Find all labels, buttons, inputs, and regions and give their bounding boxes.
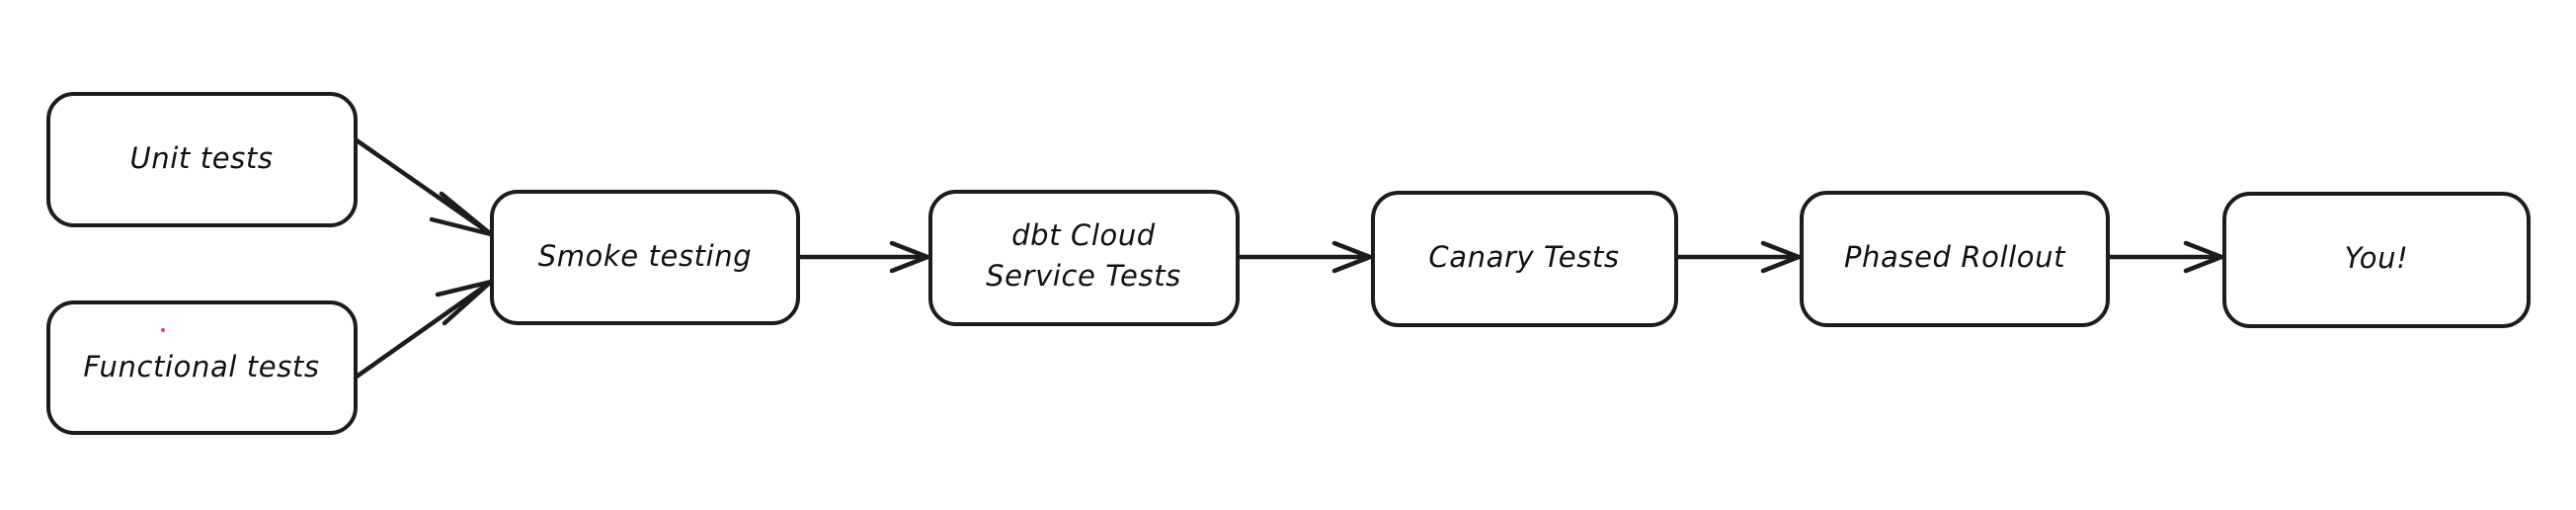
node-smoke-testing-label: Smoke testing xyxy=(538,239,753,273)
edge-phased-rollout-to-you xyxy=(2107,240,2224,274)
edge-canary-tests-to-phased-rollout xyxy=(1674,240,1802,274)
node-canary-tests[interactable]: Canary Tests xyxy=(1371,191,1678,327)
stray-speck xyxy=(161,328,165,332)
node-dbt-cloud-service-tests-box[interactable] xyxy=(928,190,1240,326)
node-functional-tests-box[interactable] xyxy=(46,300,358,435)
node-smoke-testing[interactable]: Smoke testing xyxy=(490,190,800,325)
edge-functional-tests-to-smoke-testing xyxy=(354,279,494,380)
edge-unit-tests-to-smoke-testing xyxy=(354,137,494,237)
node-dbt-cloud-service-tests-label-line1: dbt Cloud xyxy=(1011,218,1156,252)
node-phased-rollout-label: Phased Rollout xyxy=(1844,240,2066,274)
edge-dbt-cloud-service-tests-to-canary-tests xyxy=(1237,240,1373,274)
node-you-box[interactable] xyxy=(2222,192,2531,328)
node-dbt-cloud-service-tests[interactable]: dbt Cloud Service Tests xyxy=(928,190,1240,326)
node-functional-tests[interactable]: Functional tests xyxy=(46,300,358,435)
node-smoke-testing-box[interactable] xyxy=(490,190,800,325)
node-unit-tests[interactable]: Unit tests xyxy=(46,92,358,227)
node-functional-tests-label: Functional tests xyxy=(83,350,319,383)
node-unit-tests-box[interactable] xyxy=(46,92,358,227)
node-dbt-cloud-service-tests-label-line2: Service Tests xyxy=(986,259,1181,293)
node-you[interactable]: You! xyxy=(2222,192,2531,328)
node-phased-rollout-box[interactable] xyxy=(1800,191,2110,327)
node-you-label: You! xyxy=(2345,241,2409,275)
node-canary-tests-box[interactable] xyxy=(1371,191,1678,327)
node-unit-tests-label: Unit tests xyxy=(129,141,273,175)
node-phased-rollout[interactable]: Phased Rollout xyxy=(1800,191,2110,327)
node-canary-tests-label: Canary Tests xyxy=(1428,240,1619,274)
edge-smoke-testing-to-dbt-cloud-service-tests xyxy=(797,240,930,274)
